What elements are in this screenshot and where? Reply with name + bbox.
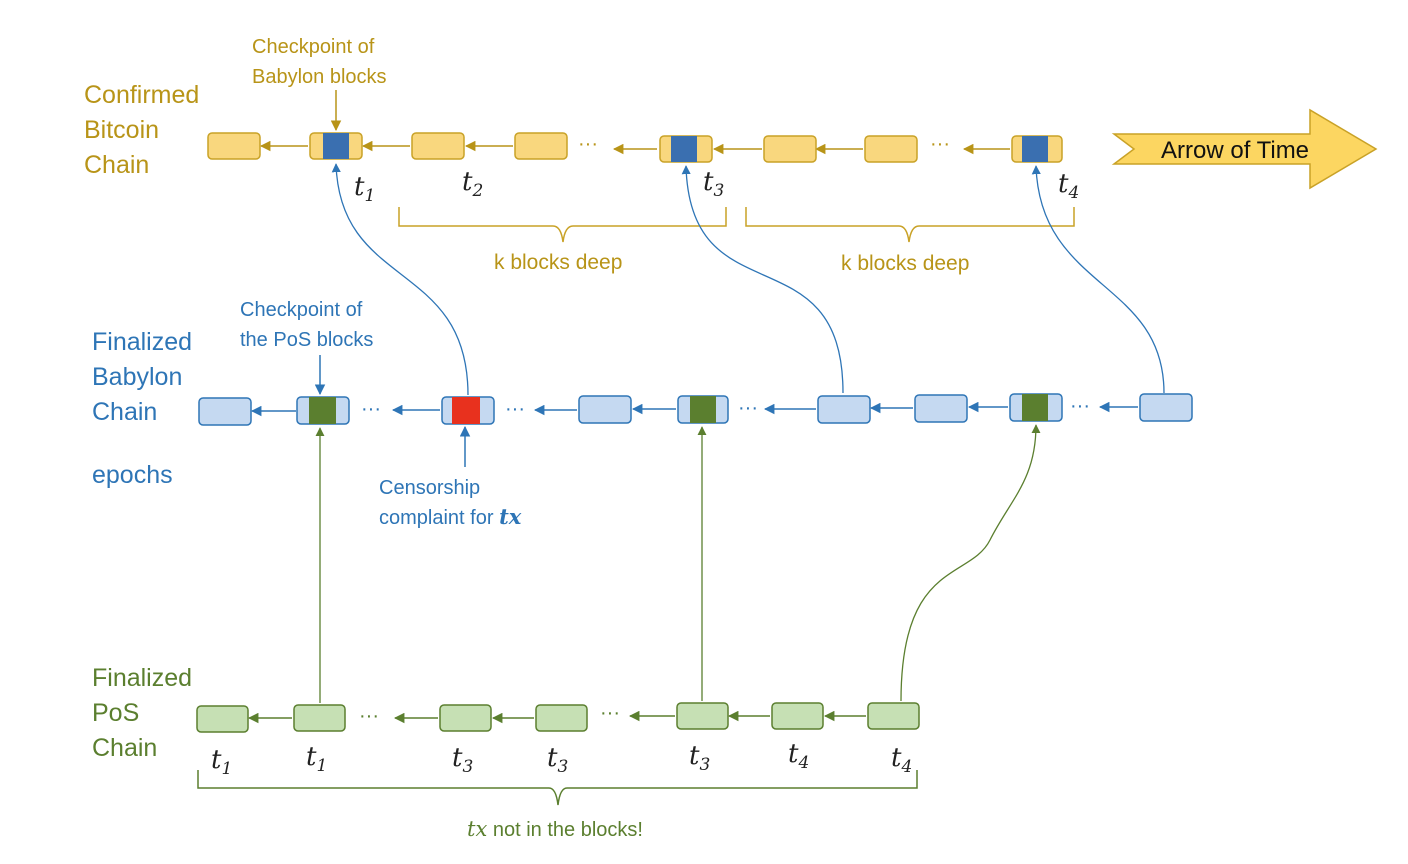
pos-label-line-3: Chain: [92, 734, 157, 762]
checkpoint-curve-arrow: [331, 163, 469, 396]
bitcoin-checkpoint-block: [1011, 135, 1063, 163]
bitcoin-chain: ··· ··· Checkpoint of Babylon blocks t1 …: [207, 36, 1079, 275]
censorship-label-line-1: Censorship: [379, 477, 480, 499]
pos-checkpoint-curve-arrow: [900, 424, 1041, 702]
pos-block: [439, 704, 492, 732]
bitcoin-block: [864, 135, 918, 163]
epochs-label: epochs: [92, 461, 173, 489]
babylon-label-line-2: Babylon: [92, 363, 182, 391]
pos-block: [535, 704, 588, 732]
babylon-block: [1139, 393, 1193, 422]
bitcoin-checkpoint-label-line-1: Checkpoint of: [252, 36, 375, 58]
bitcoin-checkpoint-block: [309, 132, 363, 160]
arrow-of-time: Arrow of Time: [1111, 108, 1378, 190]
bitcoin-block: [763, 135, 817, 163]
babylon-block: [817, 395, 871, 424]
bitcoin-time-label: t3: [703, 167, 724, 201]
babylon-checkpoint-block: [296, 396, 350, 425]
babylon-label-line-3: Chain: [92, 398, 157, 426]
babylon-to-bitcoin-checkpoint-arrows: [331, 163, 1165, 396]
k-blocks-brace: [398, 207, 727, 243]
babylon-ellipsis: ···: [505, 398, 525, 420]
bitcoin-ellipsis: ···: [930, 133, 950, 155]
pos-label-line-2: PoS: [92, 699, 139, 727]
pos-time-label: t4: [891, 743, 912, 777]
pos-time-label: t3: [689, 741, 710, 775]
pos-time-label: t4: [788, 739, 809, 773]
tx-not-in-blocks-brace: [197, 770, 918, 806]
bitcoin-time-label: t1: [354, 172, 375, 206]
babylon-label-line-1: Finalized: [92, 328, 192, 356]
pos-ellipsis: ···: [359, 705, 379, 727]
bitcoin-label-line-3: Chain: [84, 151, 149, 179]
bitcoin-label-line-1: Confirmed: [84, 81, 199, 109]
pos-ellipsis: ···: [600, 702, 620, 724]
babylon-checkpoint-label-line-1: Checkpoint of: [240, 299, 363, 321]
bitcoin-chain-label: Confirmed Bitcoin Chain: [84, 81, 199, 179]
babylon-ellipsis: ···: [1070, 395, 1090, 417]
bitcoin-ellipsis: ···: [578, 133, 598, 155]
pos-block: [293, 704, 346, 732]
bitcoin-label-line-2: Bitcoin: [84, 116, 159, 144]
pos-label-line-1: Finalized: [92, 664, 192, 692]
arrow-of-time-label: Arrow of Time: [1161, 137, 1309, 164]
pos-time-label: t1: [306, 742, 327, 776]
babylon-checkpoint-block: [1009, 393, 1063, 422]
babylon-ellipsis: ···: [361, 398, 381, 420]
bitcoin-time-label: t4: [1058, 169, 1079, 203]
arrow-of-time-shape: [1111, 108, 1378, 190]
bitcoin-block: [207, 132, 261, 160]
babylon-block: [578, 395, 632, 424]
babylon-chain-label: Finalized Babylon Chain epochs: [92, 328, 192, 489]
bitcoin-block: [514, 132, 568, 160]
pos-chain: ··· ··· t1 t1 t3 t3 t3 t4 t4 tx not in t…: [196, 702, 920, 841]
pos-chain-label: Finalized PoS Chain: [92, 664, 192, 762]
babylon-censorship-block: [441, 396, 495, 425]
checkpoint-curve-arrow: [681, 165, 844, 394]
tx-not-in-blocks-label: tx not in the blocks!: [467, 817, 643, 841]
k-blocks-deep-label: k blocks deep: [841, 252, 969, 275]
bitcoin-block: [411, 132, 465, 160]
babylon-block: [914, 394, 968, 423]
k-blocks-brace: [745, 207, 1075, 243]
babylon-checkpoint-label-line-2: the PoS blocks: [240, 329, 373, 351]
pos-time-label: t3: [452, 743, 473, 777]
pos-block: [867, 702, 920, 730]
babylon-block: [198, 397, 252, 426]
pos-block: [196, 705, 249, 733]
babylon-checkpoint-block: [677, 395, 729, 424]
pos-to-babylon-checkpoint-arrows: [315, 424, 1041, 703]
checkpoint-curve-arrow: [1031, 165, 1165, 394]
censorship-label-line-2: complaint for tx: [379, 504, 522, 529]
bitcoin-checkpoint-label-line-2: Babylon blocks: [252, 66, 387, 88]
bitcoin-checkpoint-block: [659, 135, 713, 163]
pos-block: [771, 702, 824, 730]
pos-time-label: t3: [547, 743, 568, 777]
babylon-ellipsis: ···: [738, 397, 758, 419]
bitcoin-time-label: t2: [462, 167, 483, 201]
pos-block: [676, 702, 729, 730]
pos-time-label: t1: [211, 745, 232, 779]
k-blocks-deep-label: k blocks deep: [494, 251, 622, 274]
babylon-chain: ··· ··· ··· ··· Checkpoint of the PoS bl…: [198, 299, 1193, 529]
